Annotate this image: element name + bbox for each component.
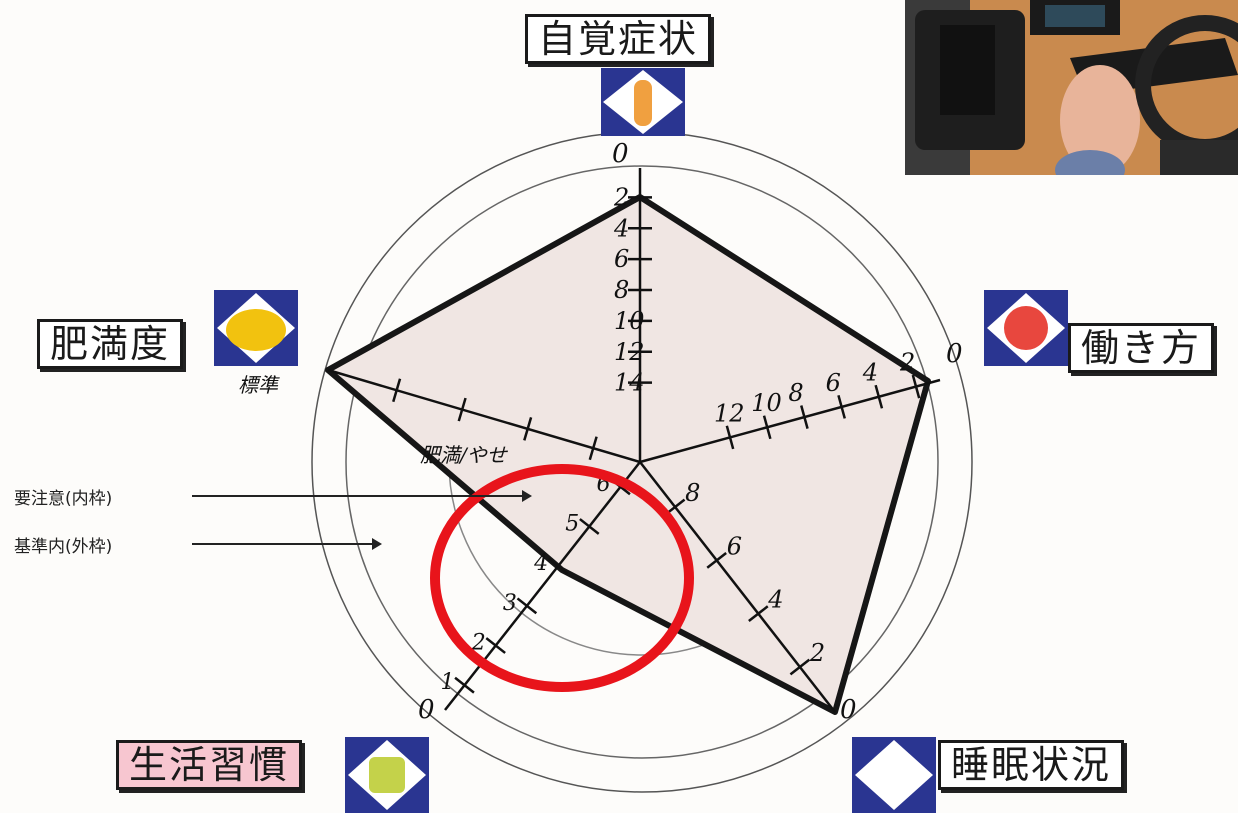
axis-right: [639, 378, 941, 464]
axis-bottom-right: [639, 461, 836, 713]
axis-top-tick-label: 6: [614, 245, 629, 273]
obesity-icon: [214, 290, 298, 366]
standard-ring: [345, 165, 939, 759]
axis-left-tick: [523, 417, 533, 441]
axis-top-tick-label: 4: [613, 214, 629, 242]
axis-right-tick-label: 6: [826, 369, 841, 397]
axis-left-standard: 標準: [238, 373, 280, 397]
axis-bottom-right-zero: 0: [840, 695, 857, 725]
axis-bottom-left-tick-label: 1: [441, 670, 455, 695]
axis-right-tick: [725, 425, 735, 450]
legend-inner-arrow: [192, 490, 532, 502]
axis-right-tick-label: 4: [862, 359, 878, 387]
axis-bottom-right-tick-label: 8: [685, 479, 700, 507]
axis-bottom-left: [444, 461, 641, 711]
axis-right-tick: [874, 384, 884, 409]
axis-right-tick-label: 12: [714, 399, 745, 427]
legend-inner: 要注意(内枠): [14, 489, 113, 509]
axis-left: [327, 368, 641, 464]
axis-top-tick-label: 10: [614, 307, 645, 335]
label-obesity: 肥満度: [37, 319, 184, 369]
photo-desk-keyboard: [905, 0, 1238, 175]
axis-bottom-left-tick-label: 2: [471, 631, 486, 656]
axis-bottom-right-tick: [748, 605, 769, 623]
axis-bottom-right-tick-label: 2: [809, 639, 825, 667]
sleep-icon: [852, 737, 936, 813]
label-sleep: 睡眠状況: [938, 740, 1125, 790]
axis-top-tick-label: 14: [614, 369, 645, 397]
axis-right-tick: [911, 374, 921, 399]
axis-bottom-right-tick: [789, 658, 811, 676]
axis-right-tick: [762, 415, 772, 440]
work-icon: [984, 290, 1068, 366]
axis-left-tick: [457, 397, 467, 422]
legend-outer: 基準内(外枠): [14, 537, 113, 557]
label-work: 働き方: [1068, 323, 1215, 373]
axis-left-inner: 肥満/やせ: [420, 443, 509, 467]
axis-top-tick-label: 2: [613, 183, 629, 211]
label-symptoms: 自覚症状: [525, 14, 712, 64]
axis-bottom-left-tick: [579, 518, 600, 535]
legend-outer-arrow: [192, 538, 382, 550]
axis-bottom-left-tick-label: 4: [533, 551, 548, 576]
axis-right-tick-label: 2: [899, 349, 915, 377]
axis-right-zero: 0: [946, 339, 963, 369]
axis-right-tick-label: 8: [788, 379, 803, 407]
axis-top-tick-label: 8: [614, 276, 629, 304]
axis-bottom-left-tick: [516, 597, 538, 615]
axis-top-zero: 0: [612, 139, 629, 169]
symptoms-icon: [601, 68, 685, 136]
axis-top-tick-label: 12: [614, 338, 645, 366]
lifestyle-icon: [345, 737, 429, 813]
axis-right-tick: [837, 394, 846, 419]
axis-bottom-right-tick: [706, 551, 727, 569]
axis-bottom-left-tick: [485, 637, 506, 654]
axis-bottom-left-tick: [454, 676, 475, 694]
axis-bottom-right-tick-label: 6: [727, 532, 742, 560]
axis-bottom-left-zero: 0: [418, 695, 435, 725]
axis-bottom-left-tick-label: 3: [503, 591, 517, 616]
score-polygon: [325, 194, 931, 715]
axis-right-tick-label: 10: [751, 389, 782, 417]
axis-right-tick: [800, 405, 809, 429]
axis-bottom-left-tick: [547, 557, 569, 575]
axis-bottom-left-tick-label: 5: [565, 511, 579, 536]
highlight-circle: [430, 464, 694, 692]
label-lifestyle: 生活習慣: [116, 740, 303, 790]
axis-bottom-right-tick-label: 4: [767, 586, 783, 614]
axis-left-tick: [588, 436, 598, 461]
axis-left-tick: [392, 378, 402, 403]
